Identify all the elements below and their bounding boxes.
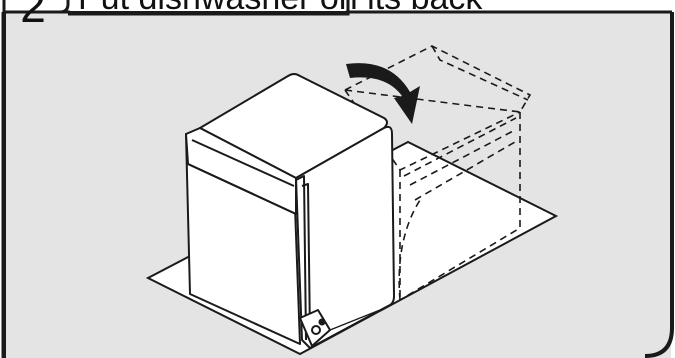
step-title: Put dishwasher on its back <box>78 0 482 18</box>
step-number: 2 <box>4 0 62 36</box>
